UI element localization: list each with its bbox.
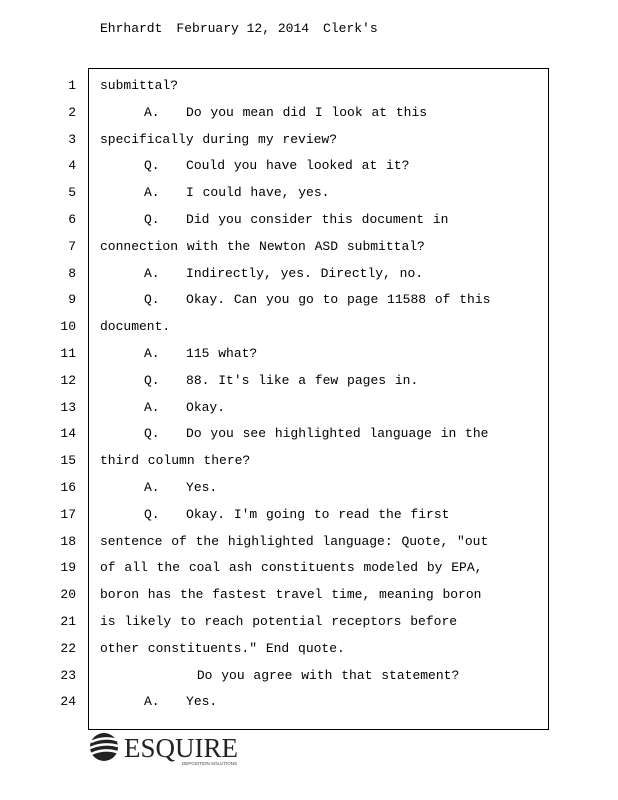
transcript-line: document. [100, 319, 171, 335]
header-text: February 12, 2014 [176, 21, 310, 36]
transcript-line: of all the coal ash constituents modeled… [100, 560, 483, 576]
line-number: 19 [60, 560, 76, 576]
transcript-page-frame [88, 68, 549, 730]
transcript-line: specifically during my review? [100, 131, 338, 147]
transcript-line: A. Okay. [100, 399, 226, 415]
line-number: 23 [60, 667, 76, 683]
transcript-line: Q. Okay. Can you go to page 11588 of thi… [100, 292, 491, 308]
transcript-line: Q. Do you see highlighted language in th… [100, 426, 489, 442]
line-number: 21 [60, 614, 76, 629]
line-number: 2 [68, 104, 76, 120]
transcript-line: Do you agree with that statement? [100, 667, 460, 683]
line-number: 5 [68, 185, 76, 201]
transcript-line: Q. 88. It's like a few pages in. [100, 372, 419, 388]
transcript-line: A. 115 what? [100, 346, 258, 361]
line-number: 13 [60, 399, 76, 415]
line-number: 11 [60, 346, 76, 361]
line-number: 24 [60, 694, 76, 710]
transcript-line: third column there? [100, 453, 251, 469]
line-number: 7 [68, 238, 76, 254]
line-number: 20 [60, 587, 76, 603]
transcript-line: boron has the fastest travel time, meani… [100, 587, 482, 603]
transcript-line: Q. Okay. I'm going to read the first [100, 506, 450, 522]
logo-tagline: DEPOSITION SOLUTIONS [182, 761, 237, 766]
transcript-line: Q. Could you have looked at it? [100, 158, 410, 174]
line-number: 6 [68, 212, 76, 227]
header-text: Clerk's [323, 21, 378, 36]
logo-name: ESQUIRE [124, 733, 238, 763]
transcript-line: A. I could have, yes. [100, 185, 330, 201]
transcript-line: is likely to reach potential receptors b… [100, 614, 458, 629]
globe-icon [89, 733, 119, 761]
page-header: Ehrhardt February 12, 2014 Clerk's [100, 21, 378, 36]
transcript-line: sentence of the highlighted language: Qu… [100, 533, 489, 549]
transcript-line: A. Do you mean did I look at this [100, 104, 428, 120]
line-number: 22 [60, 640, 76, 656]
line-number: 16 [60, 480, 76, 495]
line-number: 15 [60, 453, 76, 469]
transcript-line: A. Yes. [100, 694, 218, 710]
line-number: 12 [60, 372, 76, 388]
transcript-line: A. Indirectly, yes. Directly, no. [100, 265, 424, 281]
line-number: 8 [68, 265, 76, 281]
transcript-line: submittal? [100, 78, 179, 93]
line-number: 9 [68, 292, 76, 308]
header-text: Ehrhardt [100, 21, 163, 36]
esquire-logo: ESQUIRE DEPOSITION SOLUTIONS [89, 733, 238, 766]
line-number: 18 [60, 533, 76, 549]
line-number: 17 [60, 506, 76, 522]
transcript-line: Q. Did you consider this document in [100, 212, 449, 227]
line-number: 14 [60, 426, 76, 442]
line-number: 4 [68, 158, 76, 174]
transcript-line: A. Yes. [100, 480, 218, 495]
line-number: 1 [68, 78, 76, 93]
line-number: 10 [60, 319, 76, 335]
line-number: 3 [68, 131, 76, 147]
transcript-line: connection with the Newton ASD submittal… [100, 238, 425, 254]
transcript-line: other constituents." End quote. [100, 640, 345, 656]
